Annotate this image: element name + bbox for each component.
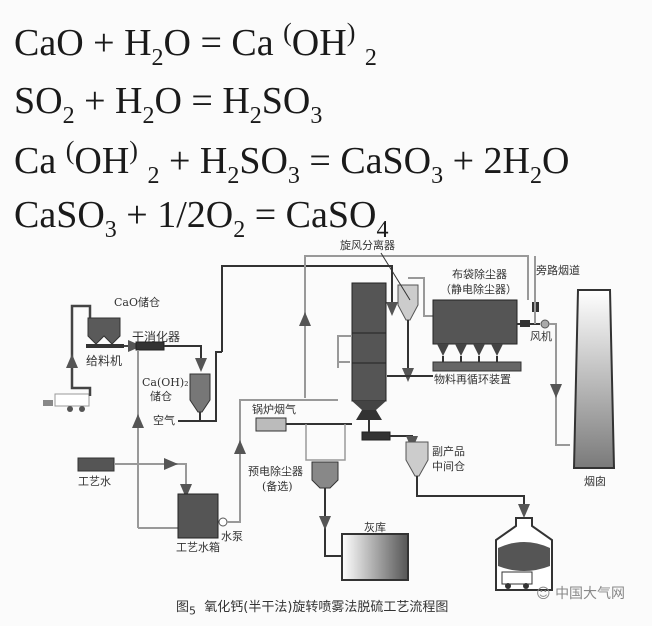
loading-station <box>495 517 553 591</box>
label-pre-esp-1: 预电除尘器 <box>248 465 303 478</box>
label-process-water: 工艺水 <box>78 475 111 488</box>
label-caoh2-silo-1: Ca(OH)₂ <box>142 376 189 389</box>
byproduct-silo <box>405 441 429 477</box>
feeder <box>86 344 124 348</box>
label-pre-esp-2: (备选) <box>262 480 293 493</box>
ash-storage <box>341 533 409 581</box>
caoh2-silo <box>189 373 211 413</box>
cao-silo <box>87 317 121 345</box>
label-bag-filter-2: （静电除尘器） <box>440 283 517 296</box>
equation-1: CaO + H2O = Ca (OH) 2 <box>14 18 377 71</box>
label-recirculation: 物料再循环装置 <box>434 373 511 386</box>
process-water-tank <box>177 493 219 539</box>
bag-filter <box>432 299 518 362</box>
label-air: 空气 <box>153 414 175 427</box>
label-byproduct-2: 中间仓 <box>432 460 465 473</box>
label-process-water-tank: 工艺水箱 <box>176 541 220 554</box>
pre-esp <box>311 461 339 489</box>
label-feeder: 给料机 <box>86 354 123 368</box>
cyclone-separator <box>397 284 419 321</box>
label-bag-filter-1: 布袋除尘器 <box>452 268 507 281</box>
label-dry-slaker: 干消化器 <box>132 330 181 344</box>
equation-2: SO2 + H2O = H2SO3 <box>14 80 323 129</box>
equation-4: CaSO3 + 1/2O2 = CaSO4 <box>14 194 389 243</box>
recirculation-device <box>432 361 522 372</box>
label-fan: 风机 <box>530 330 552 343</box>
truck-icon <box>43 393 90 412</box>
figure-caption: 图5 氧化钙(半干法)旋转喷雾法脱硫工艺流程图 <box>176 600 449 618</box>
chimney <box>572 289 616 469</box>
label-water-pump: 水泵 <box>221 530 243 543</box>
label-cyclone: 旋风分离器 <box>340 239 395 252</box>
label-cao-silo: CaO储仓 <box>114 296 160 309</box>
boiler-flue-gas-box <box>255 417 287 432</box>
watermark: ☺ 中国大气网 <box>536 586 626 602</box>
label-ash-storage: 灰库 <box>364 521 386 534</box>
label-byproduct-1: 副产品 <box>432 445 465 458</box>
wechat-icon: ☺ <box>536 586 551 602</box>
spray-dryer-tower <box>351 282 387 420</box>
label-chimney: 烟囱 <box>584 475 606 488</box>
label-caoh2-silo-2: 储仓 <box>150 390 172 403</box>
label-boiler-flue-gas: 锅炉烟气 <box>252 403 296 416</box>
fan-icon <box>540 319 550 329</box>
equation-3: Ca (OH) 2 + H2SO3 = CaSO3 + 2H2O <box>14 136 570 189</box>
screw-conveyor <box>361 431 391 441</box>
water-pump-icon <box>218 517 228 527</box>
process-water-box <box>77 457 115 472</box>
label-bypass-duct: 旁路烟道 <box>536 264 580 277</box>
